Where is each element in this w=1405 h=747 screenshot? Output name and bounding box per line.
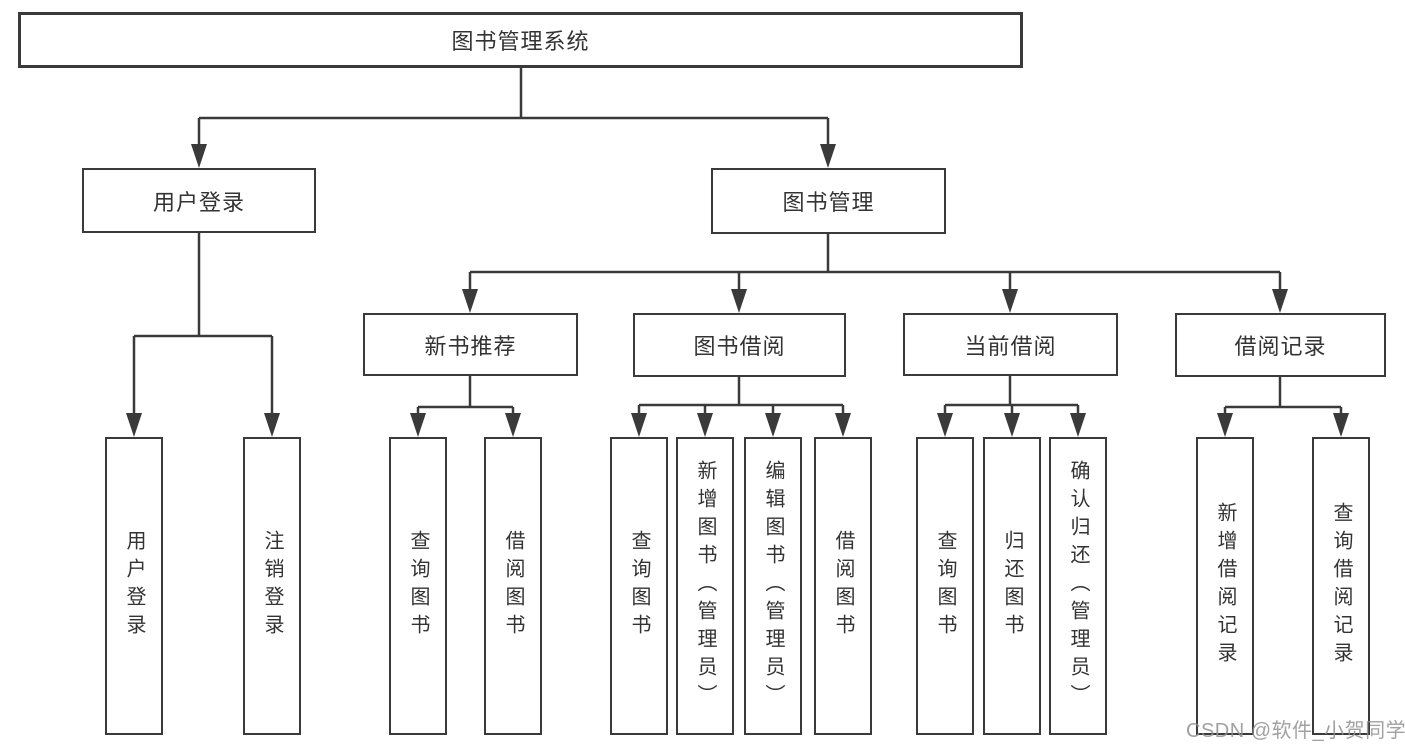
node-book-management-label: 图书管理 — [782, 190, 875, 215]
leaf-borrowing-edit-books-admin-label: 编辑图书（管理员） — [762, 460, 784, 712]
connector-borrow-records-to-leaves — [1223, 377, 1343, 416]
node-root-label: 图书管理系统 — [451, 29, 590, 54]
leaf-user-login: 用户登录 — [105, 437, 163, 735]
node-book-borrowing: 图书借阅 — [633, 313, 846, 377]
watermark: CSDN @软件_小贺同学 — [1186, 720, 1405, 742]
leaf-current-return-books: 归还图书 — [983, 437, 1041, 735]
leaf-newbooks-borrow-books-label: 借阅图书 — [502, 530, 524, 642]
leaf-current-query-books: 查询图书 — [916, 437, 974, 735]
leaf-borrowing-edit-books-admin: 编辑图书（管理员） — [744, 437, 802, 735]
leaf-newbooks-borrow-books: 借阅图书 — [484, 437, 542, 735]
node-user-login-label: 用户登录 — [152, 189, 245, 215]
leaf-records-query-record-label: 查询借阅记录 — [1330, 502, 1352, 670]
leaf-borrowing-query-books: 查询图书 — [610, 437, 668, 735]
connector-current-borrow-to-leaves — [943, 376, 1080, 416]
node-borrowing-records: 借阅记录 — [1175, 313, 1386, 377]
node-book-management: 图书管理 — [711, 168, 946, 234]
node-current-borrowing: 当前借阅 — [903, 313, 1118, 376]
leaf-records-add-record: 新增借阅记录 — [1196, 437, 1254, 735]
leaf-user-login-label: 用户登录 — [123, 530, 145, 642]
node-new-book-recommend: 新书推荐 — [363, 313, 578, 376]
leaf-borrowing-add-books-admin: 新增图书（管理员） — [676, 437, 734, 735]
leaf-borrowing-query-books-label: 查询图书 — [628, 530, 650, 642]
leaf-current-confirm-return-admin-label: 确认归还（管理员） — [1067, 460, 1089, 712]
leaf-newbooks-query-books: 查询图书 — [389, 437, 447, 735]
connector-root-to-level2 — [197, 68, 830, 146]
connector-new-books-to-leaves — [416, 376, 515, 416]
connector-book-mgmt-to-level3 — [468, 234, 1282, 292]
node-root-system: 图书管理系统 — [18, 12, 1023, 68]
leaf-borrowing-add-books-admin-label: 新增图书（管理员） — [694, 460, 716, 712]
leaf-borrowing-borrow-books: 借阅图书 — [814, 437, 872, 735]
node-book-borrowing-label: 图书借阅 — [693, 334, 786, 359]
leaf-newbooks-query-books-label: 查询图书 — [407, 530, 429, 642]
leaf-records-add-record-label: 新增借阅记录 — [1214, 502, 1236, 670]
leaf-current-confirm-return-admin: 确认归还（管理员） — [1049, 437, 1107, 735]
connector-book-borrow-to-leaves — [637, 377, 845, 416]
leaf-logout-label: 注销登录 — [261, 530, 283, 642]
node-borrowing-records-label: 借阅记录 — [1234, 334, 1327, 359]
connector-user-login-to-leaves — [132, 233, 274, 416]
leaf-current-query-books-label: 查询图书 — [934, 530, 956, 642]
leaf-current-return-books-label: 归还图书 — [1001, 530, 1023, 642]
leaf-logout: 注销登录 — [243, 437, 301, 735]
leaf-records-query-record: 查询借阅记录 — [1312, 437, 1370, 735]
node-new-book-recommend-label: 新书推荐 — [424, 333, 517, 359]
leaf-borrowing-borrow-books-label: 借阅图书 — [832, 530, 854, 642]
node-user-login: 用户登录 — [82, 168, 316, 233]
node-current-borrowing-label: 当前借阅 — [964, 333, 1057, 359]
